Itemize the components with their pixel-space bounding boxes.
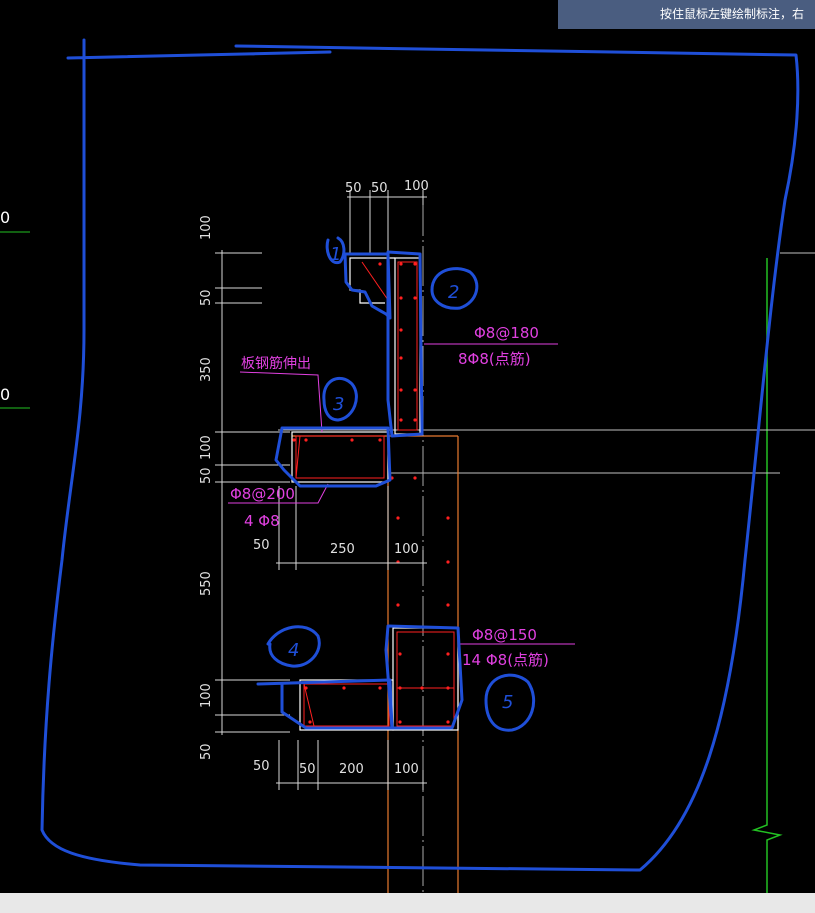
- dim-left-7: 100: [199, 683, 214, 708]
- lower-stirrup-label: Φ8@150: [472, 626, 537, 644]
- marker-3: 3: [333, 394, 344, 415]
- rebar-lines: [295, 261, 455, 727]
- side-label-2: 0: [0, 385, 10, 404]
- dim-left-8: 50: [199, 743, 214, 760]
- draw-annotation-tooltip: 按住鼠标左键绘制标注，右: [558, 0, 815, 29]
- dim-top-2: 50: [371, 181, 388, 196]
- marker-5: 5: [502, 692, 513, 713]
- dim-mid-1: 50: [253, 538, 270, 553]
- rebar-points: [292, 262, 450, 724]
- dimension-lines: [215, 190, 427, 790]
- handwritten-numbers: 1 2 3 4 5: [288, 244, 513, 713]
- right-grid-line: [751, 258, 783, 893]
- left-axis-markers: 0 0: [0, 208, 30, 409]
- dim-left-2: 50: [199, 289, 214, 306]
- marker-1: 1: [330, 244, 341, 265]
- dim-left-5: 50: [199, 467, 214, 484]
- dim-mid-2: 250: [330, 542, 355, 557]
- mid-stirrup-label: Φ8@200: [230, 485, 295, 503]
- slab-rebar-note: 板钢筋伸出: [241, 355, 311, 372]
- dim-left-6: 550: [199, 571, 214, 596]
- dim-bottom-4: 100: [394, 762, 419, 777]
- section-outlines: [291, 257, 459, 731]
- dim-top-1: 50: [345, 181, 362, 196]
- status-bar: [0, 893, 815, 913]
- lower-points-label: 14 Φ8(点筋): [462, 651, 549, 669]
- dim-left-4: 100: [199, 435, 214, 460]
- annotation-leaders: [228, 343, 575, 645]
- upper-stirrup-label: Φ8@180: [474, 324, 539, 342]
- marker-2: 2: [448, 282, 459, 303]
- dim-left-3: 350: [199, 357, 214, 382]
- dim-mid-3: 100: [394, 542, 419, 557]
- dim-left-1: 100: [199, 215, 214, 240]
- slab-lines: [278, 252, 815, 474]
- dim-bottom-1: 50: [253, 759, 270, 774]
- upper-points-label: 8Φ8(点筋): [458, 350, 531, 368]
- handwritten-markup: [40, 38, 800, 872]
- wall-lines: [292, 435, 459, 893]
- mid-points-label: 4 Φ8: [244, 512, 280, 530]
- side-label-1: 0: [0, 208, 10, 227]
- marker-4: 4: [288, 640, 299, 661]
- cad-drawing-canvas[interactable]: 0 0: [0, 0, 815, 893]
- dim-top-3: 100: [404, 179, 429, 194]
- dim-bottom-2: 50: [299, 762, 316, 777]
- dim-bottom-3: 200: [339, 762, 364, 777]
